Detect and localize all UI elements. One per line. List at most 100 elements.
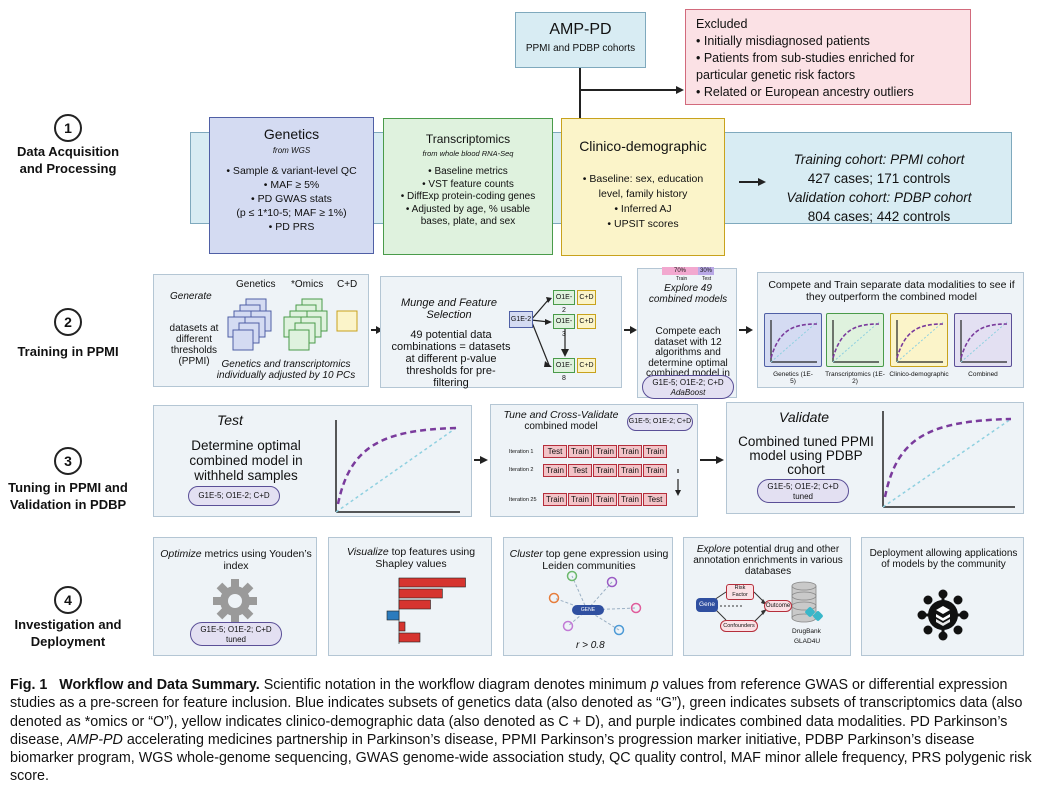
excluded-item: • Patients from sub-studies enriched for… xyxy=(696,51,915,82)
amp-pd-title: AMP-PD xyxy=(549,21,612,38)
shapley-bars xyxy=(386,577,466,644)
step-number: 4 xyxy=(54,586,82,614)
compete-title: Compete and Train separate data modaliti… xyxy=(768,279,1015,303)
roc-label: Transcriptomics (1E-2) xyxy=(825,371,885,385)
gear-icon xyxy=(213,579,257,623)
pill-text: G1E-5; O1E-2; C+D xyxy=(200,625,272,634)
optimize-pill: G1E-5; O1E-2; C+D tuned xyxy=(190,622,282,646)
roc-label: Genetics (1E-5) xyxy=(773,371,813,385)
excluded-box: Excluded • Initially misdiagnosed patien… xyxy=(685,9,971,105)
genetics-item: • MAF ≥ 5% xyxy=(263,179,320,191)
visualize-lead: Visualize xyxy=(346,546,389,558)
iteration-label: Iteration 25 xyxy=(509,497,537,503)
amp-pd-subtitle: PPMI and PDBP cohorts xyxy=(525,43,636,54)
visualize-text: Visualize top features using Shapley val… xyxy=(333,546,489,570)
shap-bar xyxy=(386,610,400,621)
explore-models-panel: 70% 30% Train Test Explore 49 combined m… xyxy=(637,267,737,399)
roc-curve xyxy=(770,320,818,363)
glad4u-label: GLAD4U xyxy=(794,638,821,645)
visualize-panel: Visualize top features using Shapley val… xyxy=(328,537,492,656)
roc-curve xyxy=(960,320,1008,363)
step-label: Tuning in PPMI and Validation in PDBP xyxy=(8,480,128,512)
risk-factor-node: Risk Factor xyxy=(726,584,754,600)
validation-cohort-title: Validation cohort: PDBP cohort xyxy=(786,190,972,205)
generate-footer: Genetics and transcriptomics individuall… xyxy=(216,359,356,381)
fold-cell: Train xyxy=(643,445,667,458)
gene-node: Gene xyxy=(696,598,718,612)
roc-clinico xyxy=(890,313,948,367)
explore-panel: Explore potential drug and other annotat… xyxy=(683,537,851,656)
genetics-item: • PD GWAS stats xyxy=(251,193,332,205)
cohort-arrow xyxy=(739,178,766,186)
test-label: Test xyxy=(702,276,712,282)
munge-text: 49 potential data combinations = dataset… xyxy=(391,329,511,389)
fold-cell: Train xyxy=(543,493,567,506)
col-omics-label: *Omics xyxy=(291,279,324,290)
training-cohort-title: Training cohort: PPMI cohort xyxy=(793,152,965,167)
fold-cell: Train xyxy=(568,493,592,506)
clinico-item: • Baseline: sex, education level, family… xyxy=(582,173,704,200)
cluster-text: Cluster top gene expression using Leiden… xyxy=(508,548,670,572)
train-split: 70% xyxy=(662,267,698,275)
transcriptomics-subtitle: from whole blood RNA-Seq xyxy=(422,148,514,158)
top-arrows xyxy=(579,68,684,118)
pill-text: G1E-5; O1E-2; C+D xyxy=(767,482,839,491)
munge-panel: Munge and Feature Selection 49 potential… xyxy=(380,276,622,389)
genetics-item: (p ≤ 1*10-5; MAF ≥ 1%) xyxy=(236,207,347,219)
step-label: Investigation and Deployment xyxy=(14,617,122,649)
excluded-item: • Initially misdiagnosed patients xyxy=(696,34,870,48)
caption-body: accelerating medicines partnership in Pa… xyxy=(10,731,1032,785)
roc-combined xyxy=(954,313,1012,367)
dag-graphic xyxy=(713,581,823,623)
shap-bar xyxy=(398,632,421,643)
cluster-lead: Cluster xyxy=(509,548,543,560)
test-panel: Test Determine optimal combined model in… xyxy=(153,405,472,517)
cd-node: C+D xyxy=(577,314,596,329)
transcriptomics-item: • Adjusted by age, % usable bases, plate… xyxy=(405,203,531,228)
optimize-text: Optimize metrics using Youden’s index xyxy=(158,548,314,572)
excluded-item: • Related or European ancestry outliers xyxy=(696,85,914,99)
train-label: Train xyxy=(676,276,688,282)
optimize-panel: Optimize metrics using Youden’s index G1… xyxy=(153,537,317,656)
o-node: O1E-3 xyxy=(553,314,575,338)
optimize-lead: Optimize xyxy=(160,548,202,560)
dataset-stacks-graphic xyxy=(227,298,358,351)
test-text: Determine optimal combined model in with… xyxy=(189,438,303,483)
figure-title: Workflow and Data Summary. xyxy=(59,677,260,693)
generate-label: Generate xyxy=(170,291,212,302)
tune-title: Tune and Cross-Validate xyxy=(503,409,619,421)
split-bar: 70% 30% xyxy=(662,267,714,275)
shap-bar xyxy=(398,621,406,632)
clinico-item: • UPSIT scores xyxy=(607,218,679,230)
genetics-box: Genetics from WGS • Sample & variant-lev… xyxy=(209,117,374,254)
fold-cell: Train xyxy=(643,464,667,477)
roc-curve xyxy=(832,320,880,363)
test-roc-plot xyxy=(335,420,460,513)
cd-node: C+D xyxy=(577,358,596,373)
roc-label: Clinico-demographic xyxy=(889,371,949,378)
visualize-rest: top features using Shapley values xyxy=(375,546,476,570)
compete-panel: Compete and Train separate data modaliti… xyxy=(757,272,1024,388)
test-split: 30% xyxy=(698,267,714,275)
fold-cell: Train xyxy=(593,493,617,506)
cohort-summary: Training cohort: PPMI cohort 427 cases; … xyxy=(768,150,990,226)
genetics-subtitle: from WGS xyxy=(272,146,311,155)
amp-pd-box: AMP-PD PPMI and PDBP cohorts xyxy=(515,12,646,68)
tune-panel: Tune and Cross-Validate combined model G… xyxy=(490,404,698,517)
genetics-item: • Sample & variant-level QC xyxy=(226,165,357,177)
genetics-item: • PD PRS xyxy=(268,221,315,233)
pill-text: G1E-5; O1E-2; C+D xyxy=(652,378,724,387)
roc-curve xyxy=(896,320,944,363)
col-genetics-label: Genetics xyxy=(236,279,276,290)
clinico-title: Clinico-demographic xyxy=(579,138,707,154)
transcriptomics-item: • DiffExp protein-coding genes xyxy=(400,191,536,202)
clinico-item: • Inferred AJ xyxy=(614,203,672,215)
confounders-node: Confounders xyxy=(720,620,758,632)
test-title: Test xyxy=(217,412,243,428)
step-number: 1 xyxy=(54,114,82,142)
fold-cell: Test xyxy=(543,445,567,458)
drugbank-label: DrugBank xyxy=(792,628,821,635)
caption-ampd: AMP-PD xyxy=(67,731,123,748)
gene-node-label: GENE xyxy=(580,607,596,613)
pill-subtext: tuned xyxy=(225,635,247,644)
